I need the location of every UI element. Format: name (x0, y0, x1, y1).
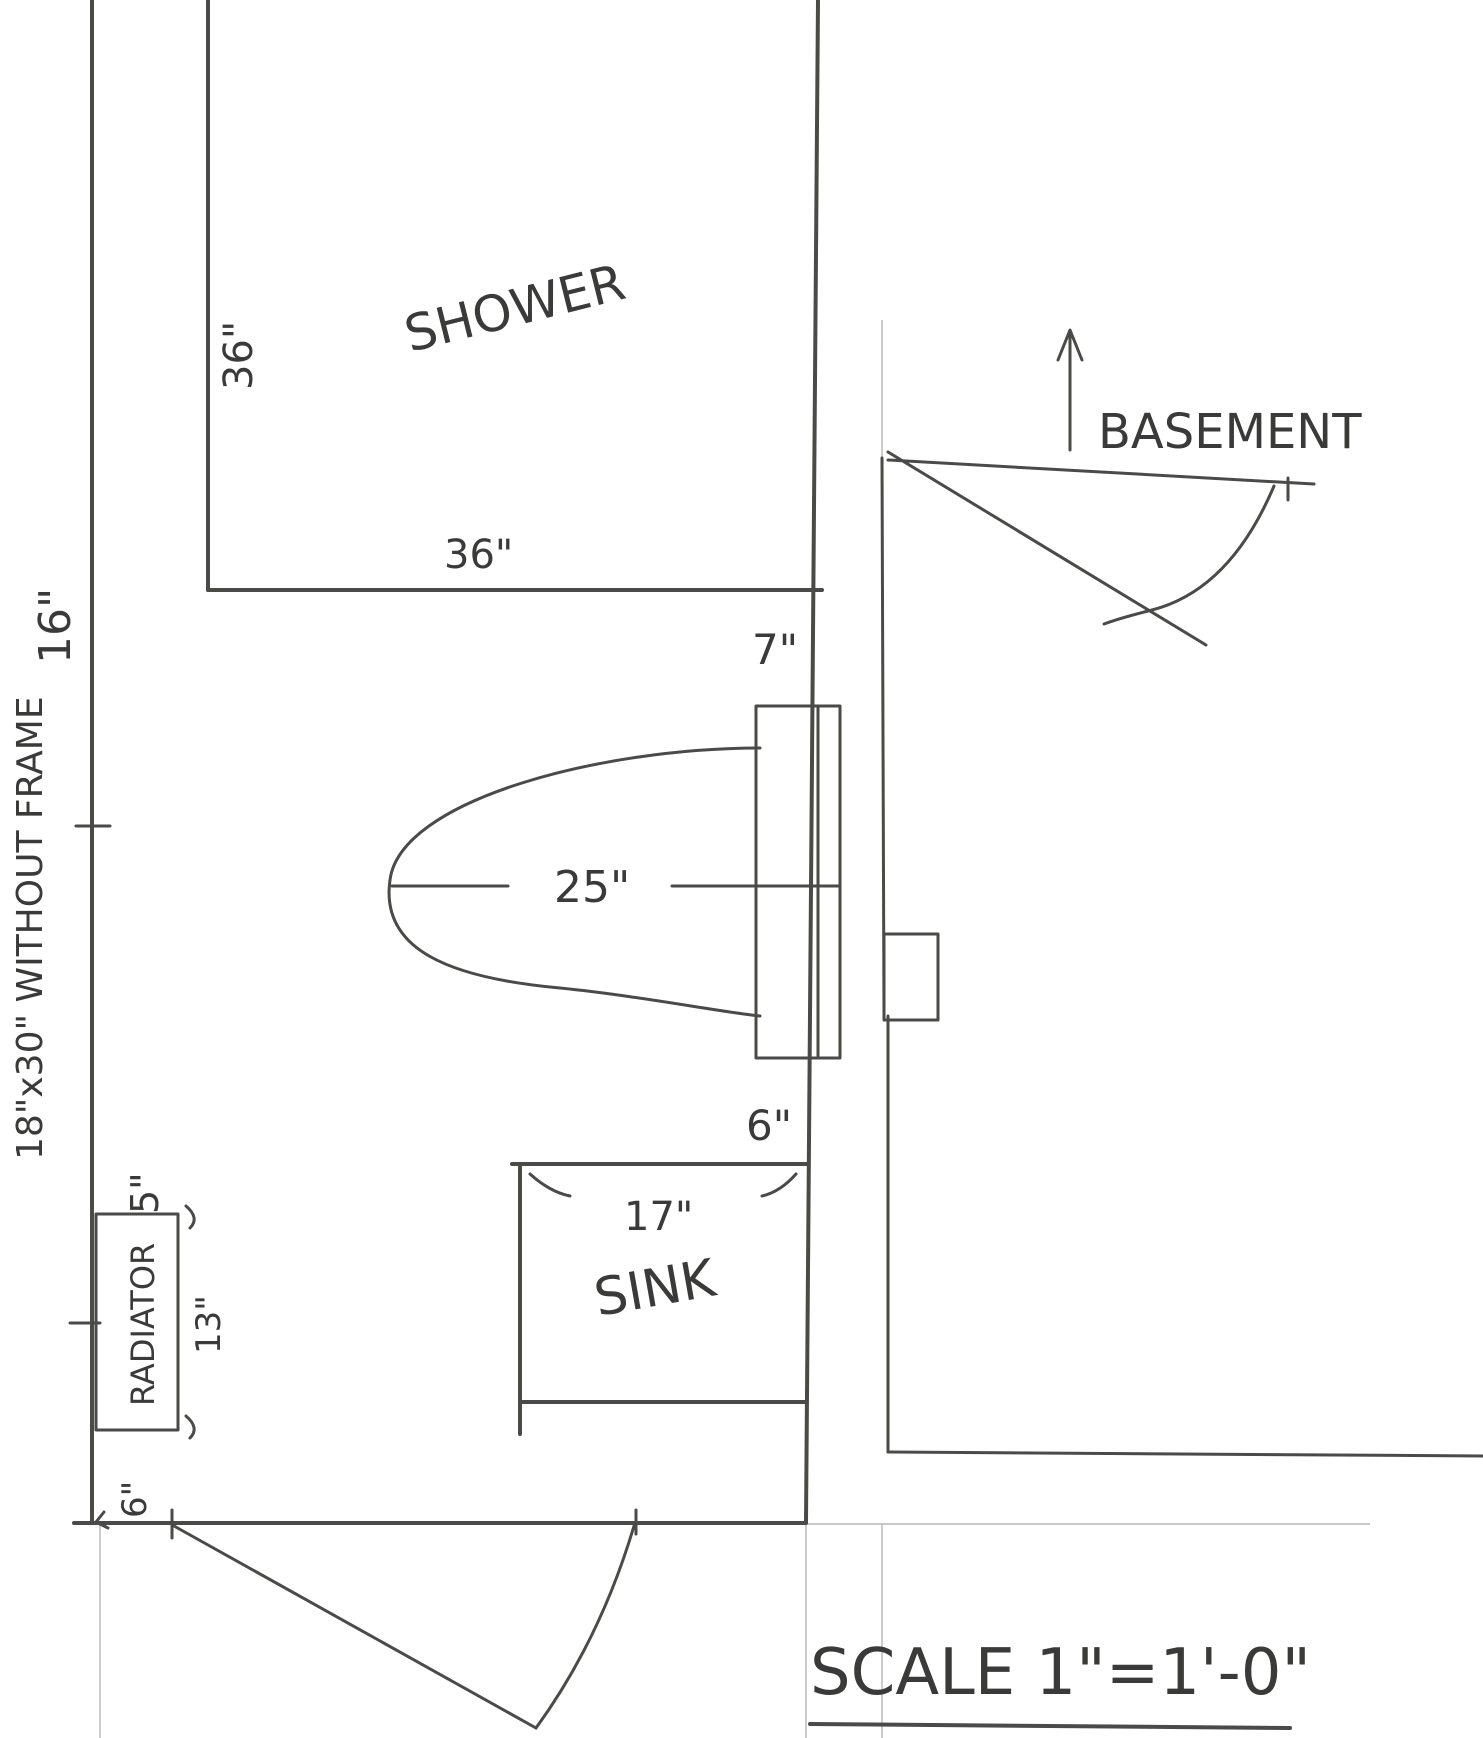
toilet-length-label: 25" (554, 862, 630, 913)
hall-jog (882, 932, 940, 1022)
right-wall (804, 0, 820, 1524)
toilet-bowl (387, 746, 762, 1018)
hall-bottom-wall (886, 1450, 1483, 1458)
basement-door-leaf (886, 458, 1316, 486)
wall-gap-arrow (94, 1510, 110, 1530)
sink-label: SINK (590, 1248, 722, 1328)
scale-underline (808, 1722, 1292, 1730)
wall-gap-label: 6" (115, 1481, 155, 1518)
guide-lines (99, 320, 1370, 1738)
basement-door (886, 328, 1316, 647)
radiator-box (94, 1212, 180, 1432)
hall-wall-upper (880, 456, 886, 1018)
entry-door-leaf (172, 1524, 538, 1730)
toilet-tank-label: 7" (752, 625, 798, 674)
radiator-length-label: 13" (189, 1295, 229, 1354)
hall-walls (880, 456, 1483, 1458)
shower-depth-label: 36" (216, 321, 262, 390)
sink-dim-arc-left (528, 1172, 572, 1198)
basement-label: BASEMENT (1098, 404, 1362, 460)
shower-width-label: 36" (444, 532, 513, 578)
bathroom-walls (68, 0, 820, 1525)
radiator (94, 1204, 196, 1440)
radiator-label: RADIATOR (124, 1243, 162, 1406)
toilet-clearance-label: 6" (746, 1101, 792, 1150)
radiator-depth-label: 5" (123, 1172, 167, 1214)
shower (206, 0, 824, 592)
basement-arrow-head (1056, 328, 1084, 362)
sink (510, 1162, 810, 1436)
entry-door (94, 1508, 638, 1730)
window-height-label: 16" (30, 588, 81, 664)
basement-door-arc (1102, 484, 1276, 626)
toilet-tank (754, 704, 842, 1060)
scale-label: SCALE 1"=1'-0" (810, 1636, 1311, 1710)
toilet (387, 704, 842, 1060)
shower-label: SHOWER (399, 253, 631, 364)
radiator-length-tick (184, 1414, 196, 1440)
sink-dim-arc-right (760, 1172, 798, 1198)
sink-width-label: 17" (624, 1194, 693, 1240)
basement-door-hinge (886, 450, 1208, 647)
window-note-label: 18"x30" WITHOUT FRAME (10, 696, 51, 1160)
entry-door-arc (534, 1524, 636, 1730)
radiator-depth-tick (184, 1204, 196, 1230)
